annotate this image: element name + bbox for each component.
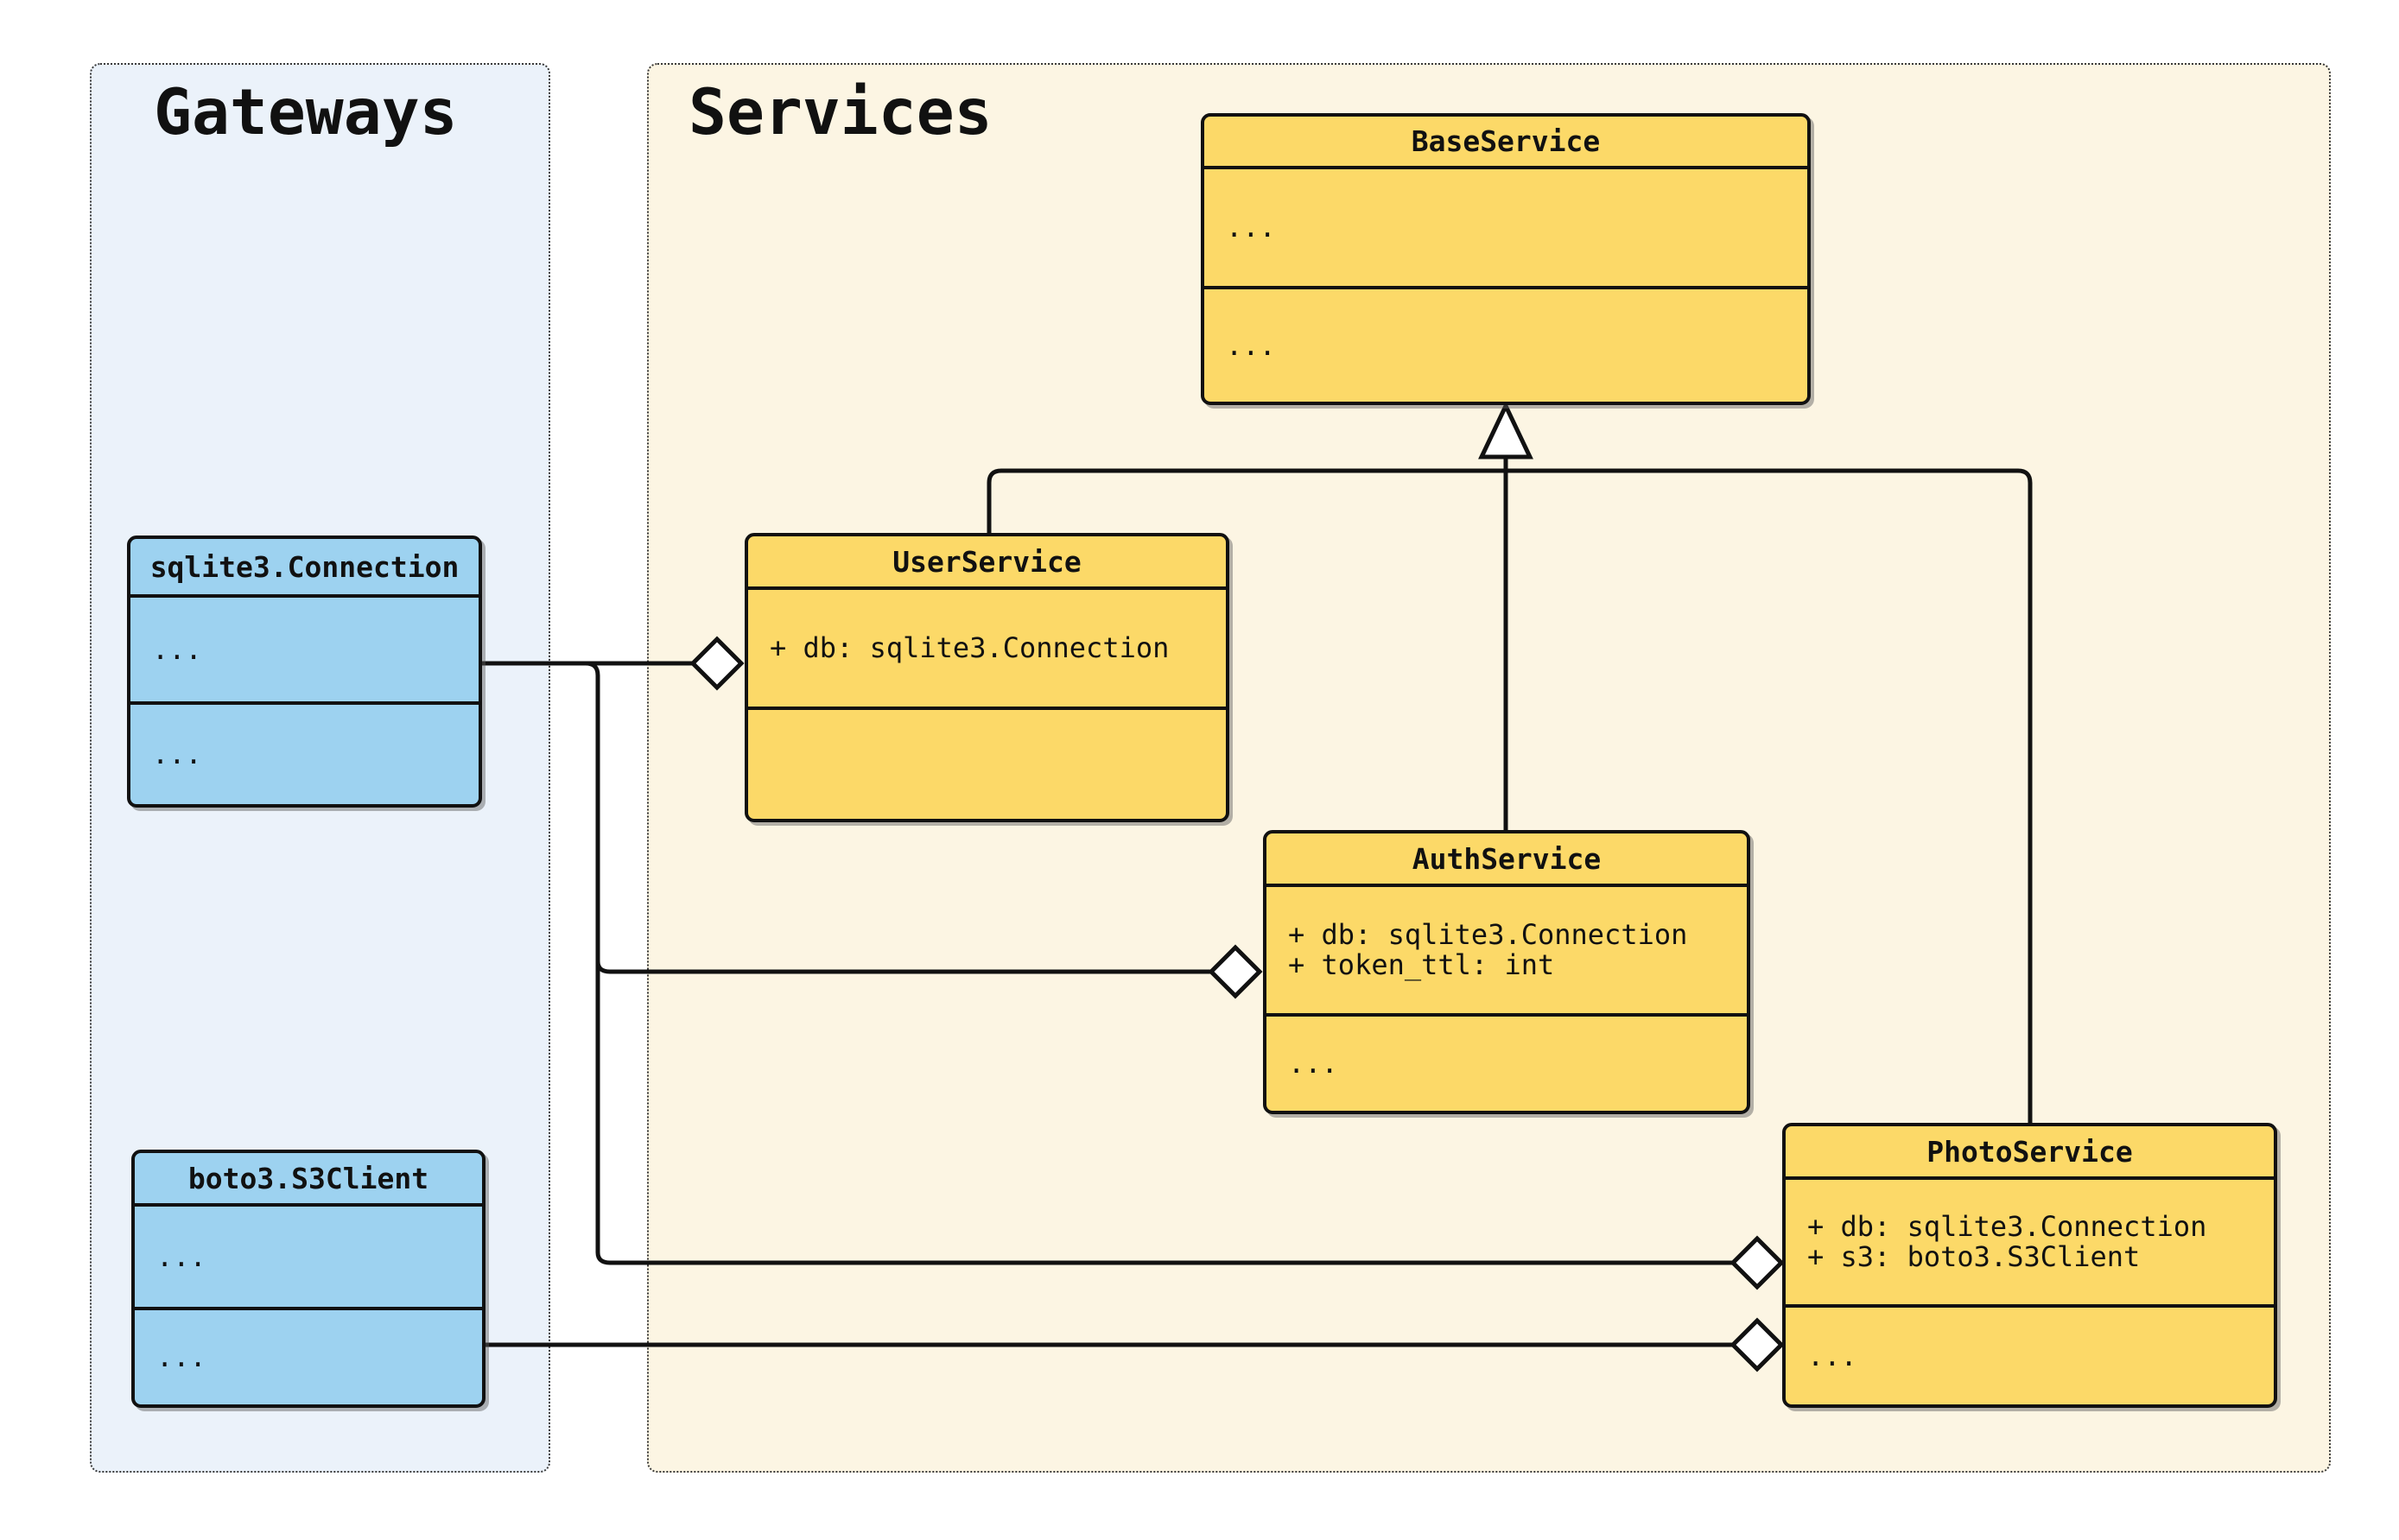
attributes-compartment: + db: sqlite3.Connection — [748, 590, 1226, 710]
aggregation-diamond-photoservice-s3-icon — [1729, 1317, 1785, 1372]
aggregation-sqlite-branch-line — [585, 661, 1733, 1265]
attribute-line: + db: sqlite3.Connection — [770, 631, 1170, 664]
attributes-compartment: ... — [135, 1207, 482, 1310]
services-panel-title: Services — [689, 76, 993, 149]
attribute-line: ... — [152, 632, 202, 666]
attribute-line: + db: sqlite3.Connection — [1807, 1210, 2207, 1243]
attribute-line: + db: sqlite3.Connection — [1288, 918, 1688, 951]
attributes-compartment: + db: sqlite3.Connection + s3: boto3.S3C… — [1786, 1180, 2274, 1308]
method-line: ... — [1807, 1339, 1857, 1372]
attributes-compartment: + db: sqlite3.Connection + token_ttl: in… — [1266, 887, 1747, 1017]
method-line: ... — [1226, 328, 1276, 362]
class-title: BaseService — [1204, 117, 1807, 169]
inheritance-bus-line — [987, 468, 2033, 1125]
attribute-line: + s3: boto3.S3Client — [1807, 1240, 2141, 1273]
aggregation-diamond-authservice-icon — [1208, 944, 1263, 999]
class-title: sqlite3.Connection — [130, 539, 479, 598]
class-title: UserService — [748, 536, 1226, 590]
methods-compartment: ... — [1266, 1017, 1747, 1111]
method-line: ... — [152, 738, 202, 770]
attribute-line: + token_ttl: int — [1288, 948, 1555, 981]
class-auth-service: AuthService + db: sqlite3.Connection + t… — [1263, 830, 1750, 1114]
class-photo-service: PhotoService + db: sqlite3.Connection + … — [1782, 1123, 2277, 1408]
attribute-line: ... — [1226, 211, 1276, 244]
method-line: ... — [1288, 1047, 1338, 1080]
aggregation-diamond-userservice-icon — [689, 636, 745, 691]
methods-compartment: ... — [130, 705, 479, 804]
class-title: boto3.S3Client — [135, 1153, 482, 1207]
aggregation-diamond-photoservice-db-icon — [1729, 1235, 1785, 1290]
gateways-panel-title: Gateways — [154, 76, 458, 149]
class-sqlite3-connection: sqlite3.Connection ... ... — [127, 536, 482, 808]
class-title: PhotoService — [1786, 1126, 2274, 1180]
class-title: AuthService — [1266, 833, 1747, 887]
methods-compartment: ... — [1786, 1308, 2274, 1404]
class-user-service: UserService + db: sqlite3.Connection — [745, 533, 1229, 822]
class-boto3-s3client: boto3.S3Client ... ... — [131, 1150, 486, 1408]
methods-compartment: ... — [135, 1310, 482, 1404]
method-line: ... — [156, 1340, 206, 1373]
attributes-compartment: ... — [1204, 169, 1807, 289]
attributes-compartment: ... — [130, 598, 479, 705]
methods-compartment: ... — [1204, 289, 1807, 402]
methods-compartment — [748, 710, 1226, 819]
aggregation-sqlite-authservice-line — [595, 960, 1211, 974]
attribute-line: ... — [156, 1239, 206, 1273]
inheritance-triangle-icon — [1478, 401, 1533, 459]
class-base-service: BaseService ... ... — [1201, 113, 1811, 405]
